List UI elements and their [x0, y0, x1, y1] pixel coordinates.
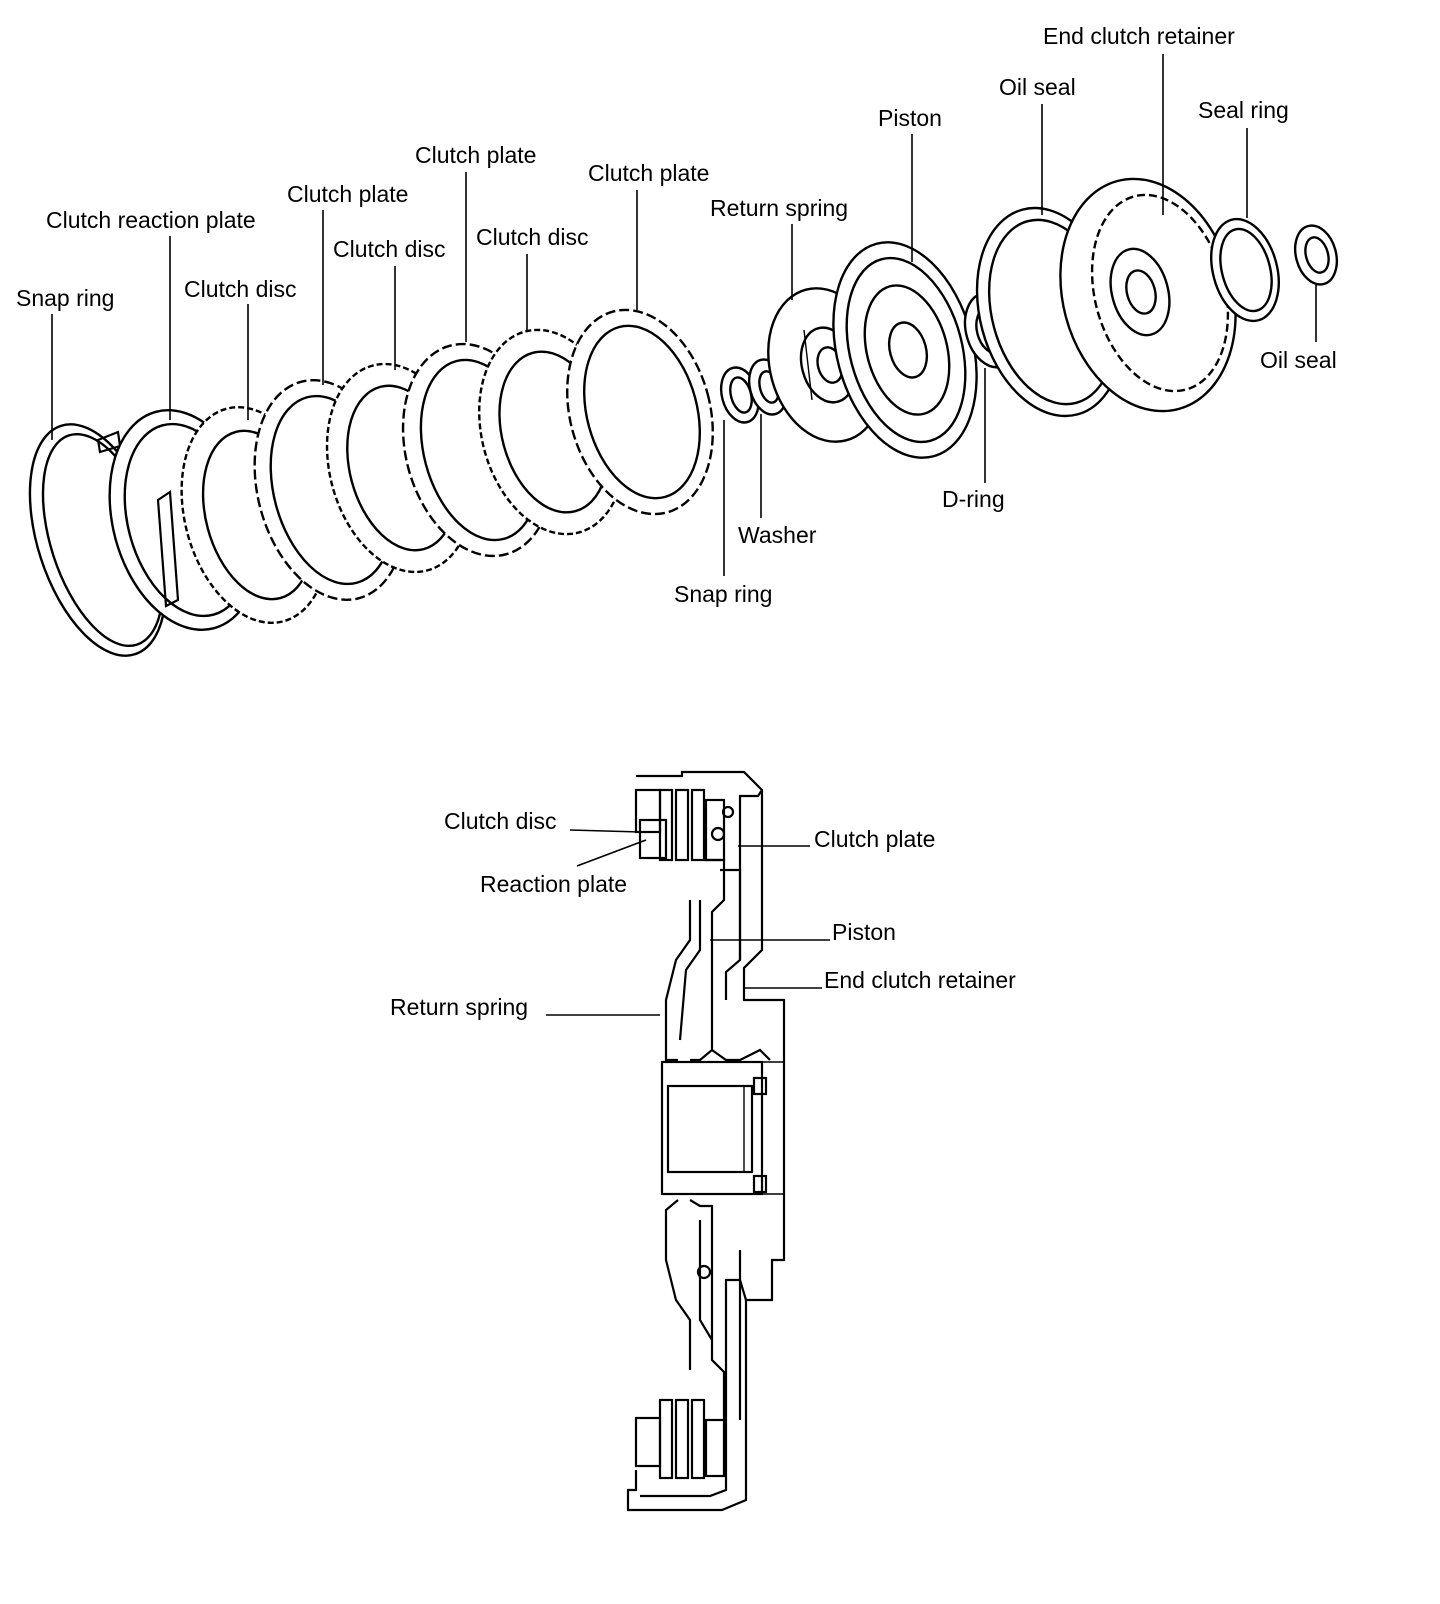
label-clutch-plate-2: Clutch plate — [415, 142, 536, 168]
label-clutch-plate-1: Clutch plate — [287, 181, 408, 207]
label-return-spring: Return spring — [710, 195, 848, 221]
label-section-end-clutch-retainer: End clutch retainer — [824, 967, 1016, 993]
oil-seal-small-part — [1293, 224, 1339, 286]
section-leader-lines — [546, 829, 830, 1016]
exploded-leader-lines — [51, 54, 1317, 576]
label-piston: Piston — [878, 105, 942, 131]
label-clutch-disc-1: Clutch disc — [184, 276, 296, 302]
label-end-clutch-retainer: End clutch retainer — [1043, 23, 1235, 49]
label-section-return-spring: Return spring — [390, 994, 528, 1020]
hub — [660, 1060, 784, 1196]
label-d-ring: D-ring — [942, 486, 1005, 512]
piston-part — [832, 241, 978, 459]
retainer-outline — [626, 770, 786, 1512]
seal-ring-part — [1210, 217, 1280, 323]
bottom-clutch-pack — [634, 1398, 726, 1480]
label-oil-seal-right: Oil seal — [1260, 347, 1337, 373]
label-clutch-disc-3: Clutch disc — [476, 224, 588, 250]
exploded-view: Snap ring Clutch reaction plate Clutch d… — [16, 23, 1339, 657]
label-snap-ring-bottom: Snap ring — [674, 581, 772, 607]
label-seal-ring: Seal ring — [1198, 97, 1289, 123]
label-section-clutch-plate: Clutch plate — [814, 826, 935, 852]
label-section-reaction-plate: Reaction plate — [480, 871, 627, 897]
section-view: Clutch disc Reaction plate Clutch plate … — [390, 770, 1016, 1512]
top-clutch-pack — [634, 788, 735, 862]
end-clutch-retainer-part — [1059, 177, 1237, 413]
label-clutch-reaction-plate: Clutch reaction plate — [46, 207, 256, 233]
label-oil-seal-top: Oil seal — [999, 74, 1076, 100]
label-snap-ring-left: Snap ring — [16, 285, 114, 311]
clutch-plate-3-part — [566, 308, 714, 516]
label-clutch-plate-3: Clutch plate — [588, 160, 709, 186]
label-washer: Washer — [738, 522, 817, 548]
label-section-clutch-disc: Clutch disc — [444, 808, 556, 834]
label-section-piston: Piston — [832, 919, 896, 945]
label-clutch-disc-2: Clutch disc — [333, 236, 445, 262]
